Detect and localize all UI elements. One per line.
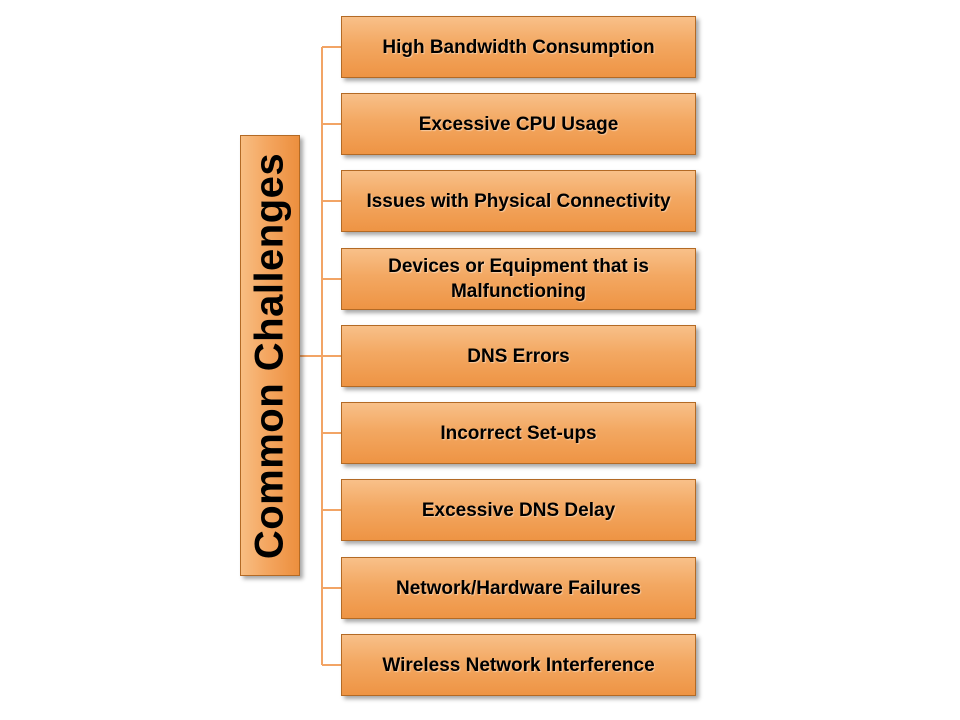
root-node: Common Challenges (240, 135, 300, 576)
challenge-item-label: High Bandwidth Consumption (382, 36, 655, 58)
challenge-item-label: Devices or Equipment that is Malfunction… (388, 256, 649, 302)
challenge-item-label: DNS Errors (467, 345, 570, 367)
challenge-item-label: Network/Hardware Failures (396, 577, 641, 599)
challenge-item-label: Excessive DNS Delay (421, 499, 616, 521)
challenge-item: Issues with Physical Connectivity (341, 170, 696, 232)
challenge-item: Excessive CPU Usage (341, 93, 696, 155)
challenge-item: Excessive DNS Delay (341, 479, 696, 541)
challenge-item: Network/Hardware Failures (341, 557, 696, 619)
challenge-item: High Bandwidth Consumption (341, 16, 696, 78)
challenge-item: DNS Errors (341, 325, 696, 387)
challenge-item-label: Wireless Network Interference (382, 654, 655, 676)
challenge-item: Wireless Network Interference (341, 634, 696, 696)
challenge-item-label: Issues with Physical Connectivity (366, 190, 671, 212)
challenge-item-label: Incorrect Set-ups (440, 422, 597, 444)
challenge-item: Devices or Equipment that is Malfunction… (341, 248, 696, 310)
challenge-item-label: Excessive CPU Usage (418, 113, 619, 135)
challenge-item: Incorrect Set-ups (341, 402, 696, 464)
root-label: Common Challenges (247, 152, 292, 559)
